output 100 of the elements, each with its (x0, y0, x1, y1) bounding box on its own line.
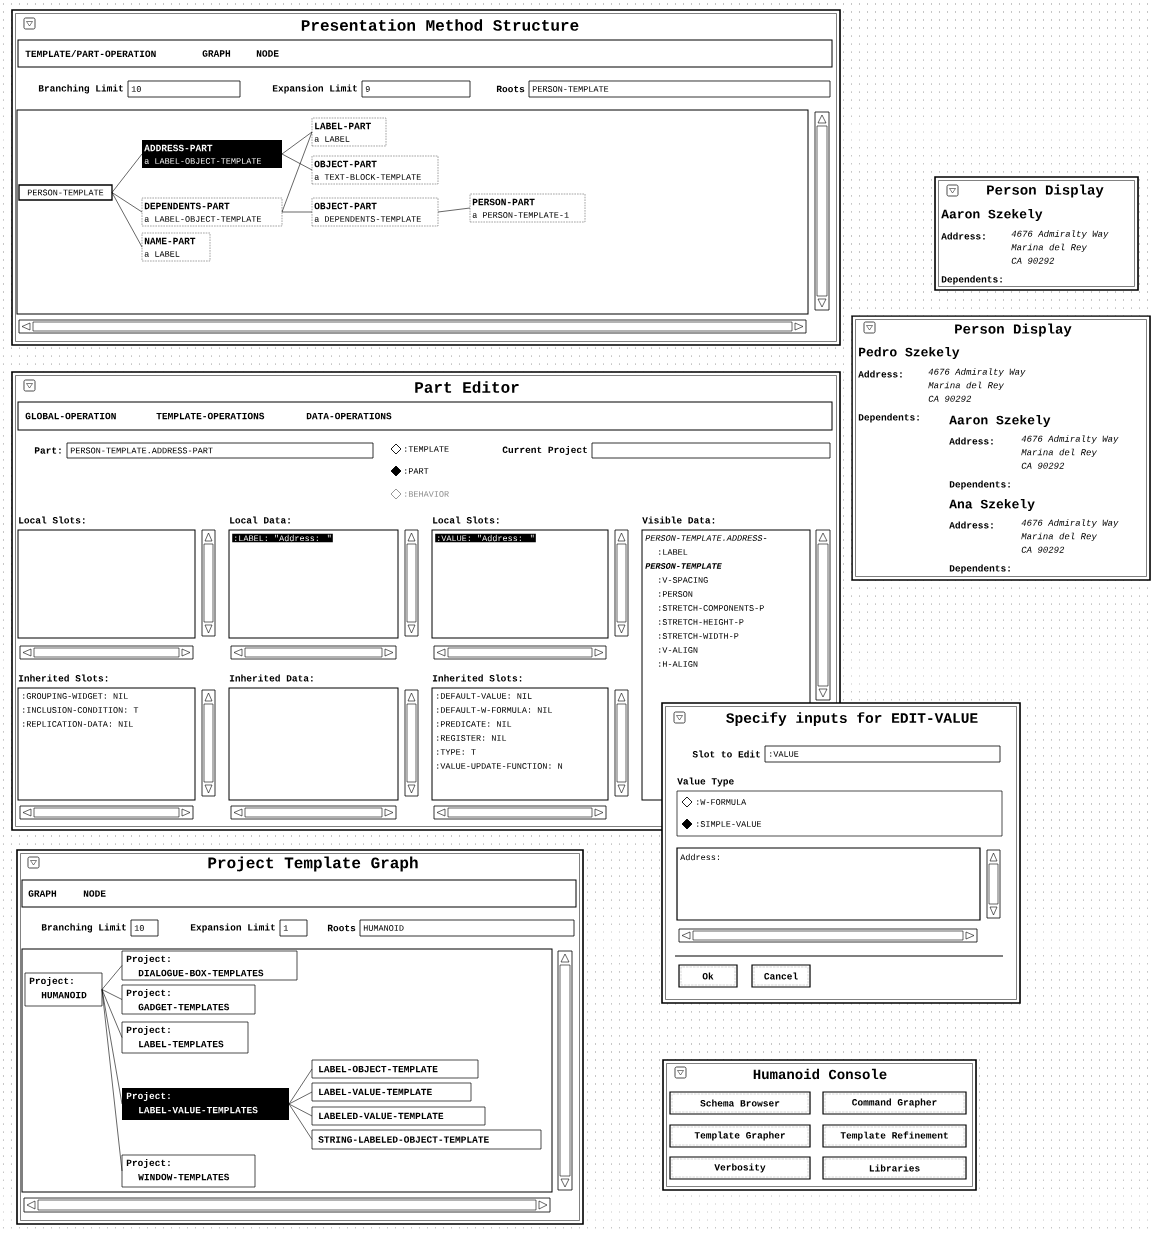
text-field: PERSON-TEMPLATE (528, 80, 831, 98)
address-text: 4676 Admiralty Way Marina del Rey CA 90292 (1021, 519, 1119, 553)
button: Verbosity (669, 1156, 811, 1180)
list-heading: Local Data: (230, 516, 290, 524)
menu-item: TEMPLATE-OPERATIONS (156, 412, 265, 420)
graph-node: OBJECT-PART a TEXT-BLOCK-TEMPLATE (311, 155, 439, 185)
window-title: Specify inputs for EDIT-VALUE (726, 712, 978, 726)
text-field: HUMANOID (359, 919, 575, 937)
field-label: Slot to Edit (692, 750, 760, 758)
field-label: Dependents: (941, 275, 1002, 285)
list-heading: Inherited Data: (229, 674, 313, 682)
graph-node: LABEL-PART a LABEL (311, 117, 387, 147)
button: Libraries (822, 1156, 967, 1180)
list-item: :PREDICATE: NIL (437, 721, 512, 727)
list-heading: Local Slots: (433, 516, 499, 524)
connector-line (288, 1103, 313, 1117)
graph-node: LABEL-OBJECT-TEMPLATE (311, 1059, 479, 1079)
list-item: :STRETCH-COMPONENTS-P (659, 605, 764, 611)
list-item: :LABEL: "Address: " (232, 533, 333, 543)
field-label: Branching Limit (38, 84, 123, 94)
field-label: Branching Limit (41, 923, 126, 933)
address-text: 4676 Admiralty Way Marina del Rey CA 90292 (1011, 230, 1109, 264)
radio-group (676, 790, 1003, 837)
window-title: Person Display (955, 323, 1072, 337)
text-field: 10 (127, 80, 241, 98)
graph-node: OBJECT-PART a DEPENDENTS-TEMPLATE (311, 197, 439, 227)
graph-node: Project: WINDOW-TEMPLATES (121, 1154, 256, 1188)
option-label: :BEHAVIOR (405, 491, 449, 497)
connector-line (288, 1103, 313, 1140)
list-item: :DEFAULT-VALUE: NIL (437, 693, 532, 699)
button: Command Grapher (822, 1091, 967, 1115)
window-title: Humanoid Console (753, 1068, 887, 1080)
text-field: PERSON-TEMPLATE.ADDRESS-PART (66, 442, 374, 459)
field-label: Address: (858, 370, 902, 378)
address-text: 4676 Admiralty Way Marina del Rey CA 90292 (928, 368, 1026, 402)
list-item: :H-ALIGN (659, 661, 698, 667)
connector-line (101, 989, 123, 1172)
connector-line (288, 1068, 313, 1105)
connector-line (288, 1091, 313, 1105)
list-item: :STRETCH-HEIGHT-P (659, 619, 744, 625)
field-label: Roots (496, 85, 525, 93)
field-label: Dependents: (858, 413, 919, 423)
menu-item: GRAPH (28, 890, 57, 897)
menu-item: DATA-OPERATIONS (306, 412, 392, 420)
menu-item: TEMPLATE/PART-OPERATION (25, 50, 156, 57)
list-heading: Local Slots: (19, 516, 85, 524)
connector-line (281, 131, 313, 213)
person-name: Aaron Szekely (941, 208, 1043, 222)
list-heading: Visible Data: (642, 516, 715, 524)
field-label: Expansion Limit (190, 923, 275, 933)
list-item: :REGISTER: NIL (437, 735, 507, 741)
list-item: :INCLUSION-CONDITION: T (23, 707, 139, 713)
field-label: Expansion Limit (272, 84, 357, 94)
field-label: Dependents: (949, 480, 1010, 490)
graph-node: DEPENDENTS-PART a LABEL-OBJECT-TEMPLATE (141, 197, 283, 227)
menu-bar (17, 39, 833, 68)
connector-line (101, 989, 123, 1038)
connector-line (111, 192, 143, 248)
list-item: :GROUPING-WIDGET: NIL (23, 693, 128, 699)
list-item: :DEFAULT-W-FORMULA: NIL (437, 707, 552, 713)
connector-line (101, 965, 123, 990)
connector-line (111, 153, 143, 193)
person-name: Pedro Szekely (859, 346, 960, 360)
graph-node: Project: LABEL-VALUE-TEMPLATES (122, 1088, 289, 1120)
list-item: :STRETCH-WIDTH-P (659, 633, 739, 639)
graph-node: STRING-LABELED-OBJECT-TEMPLATE (311, 1129, 542, 1150)
graph-node: LABEL-VALUE-TEMPLATE (311, 1082, 472, 1102)
list-item: :LABEL (659, 549, 688, 555)
graph-node: LABELED-VALUE-TEMPLATE (311, 1106, 486, 1126)
text-field: 1 (279, 919, 308, 937)
connector-line (281, 131, 313, 155)
menu-item: GLOBAL-OPERATION (25, 412, 116, 420)
person-name: Ana Szekely (949, 498, 1035, 512)
person-name: Aaron Szekely (949, 414, 1051, 428)
window-title: Part Editor (415, 381, 519, 393)
address-text: 4676 Admiralty Way Marina del Rey CA 90292 (1021, 435, 1119, 469)
field-label: Dependents: (949, 564, 1010, 574)
option-label: :PART (405, 468, 429, 474)
list-heading: Inherited Slots: (432, 674, 522, 682)
window-title: Project Template Graph (208, 856, 418, 872)
field-label: Roots (327, 924, 356, 932)
text-field: 10 (130, 919, 159, 937)
button: Ok (678, 964, 738, 988)
graph-node: Project: HUMANOID (24, 972, 103, 1007)
connector-line (281, 211, 313, 213)
connector-line (437, 207, 471, 213)
list-item: :V-ALIGN (659, 647, 698, 653)
graph-node: Project: GADGET-TEMPLATES (121, 984, 256, 1015)
list-item: :PERSON (659, 591, 693, 597)
field-label: Current Project (502, 446, 587, 455)
button: Template Grapher (669, 1124, 811, 1148)
text-field: 9 (361, 80, 471, 98)
window-title: Person Display (987, 184, 1104, 198)
menu-bar (21, 879, 577, 908)
graph-node: PERSON-TEMPLATE (18, 184, 113, 201)
option-label: :SIMPLE-VALUE (697, 821, 762, 827)
graph-node: ADDRESS-PART a LABEL-OBJECT-TEMPLATE (142, 140, 282, 168)
text-area: Address: (676, 847, 981, 921)
button: Template Refinement (822, 1124, 967, 1148)
list-item: :TYPE: T (437, 749, 476, 755)
